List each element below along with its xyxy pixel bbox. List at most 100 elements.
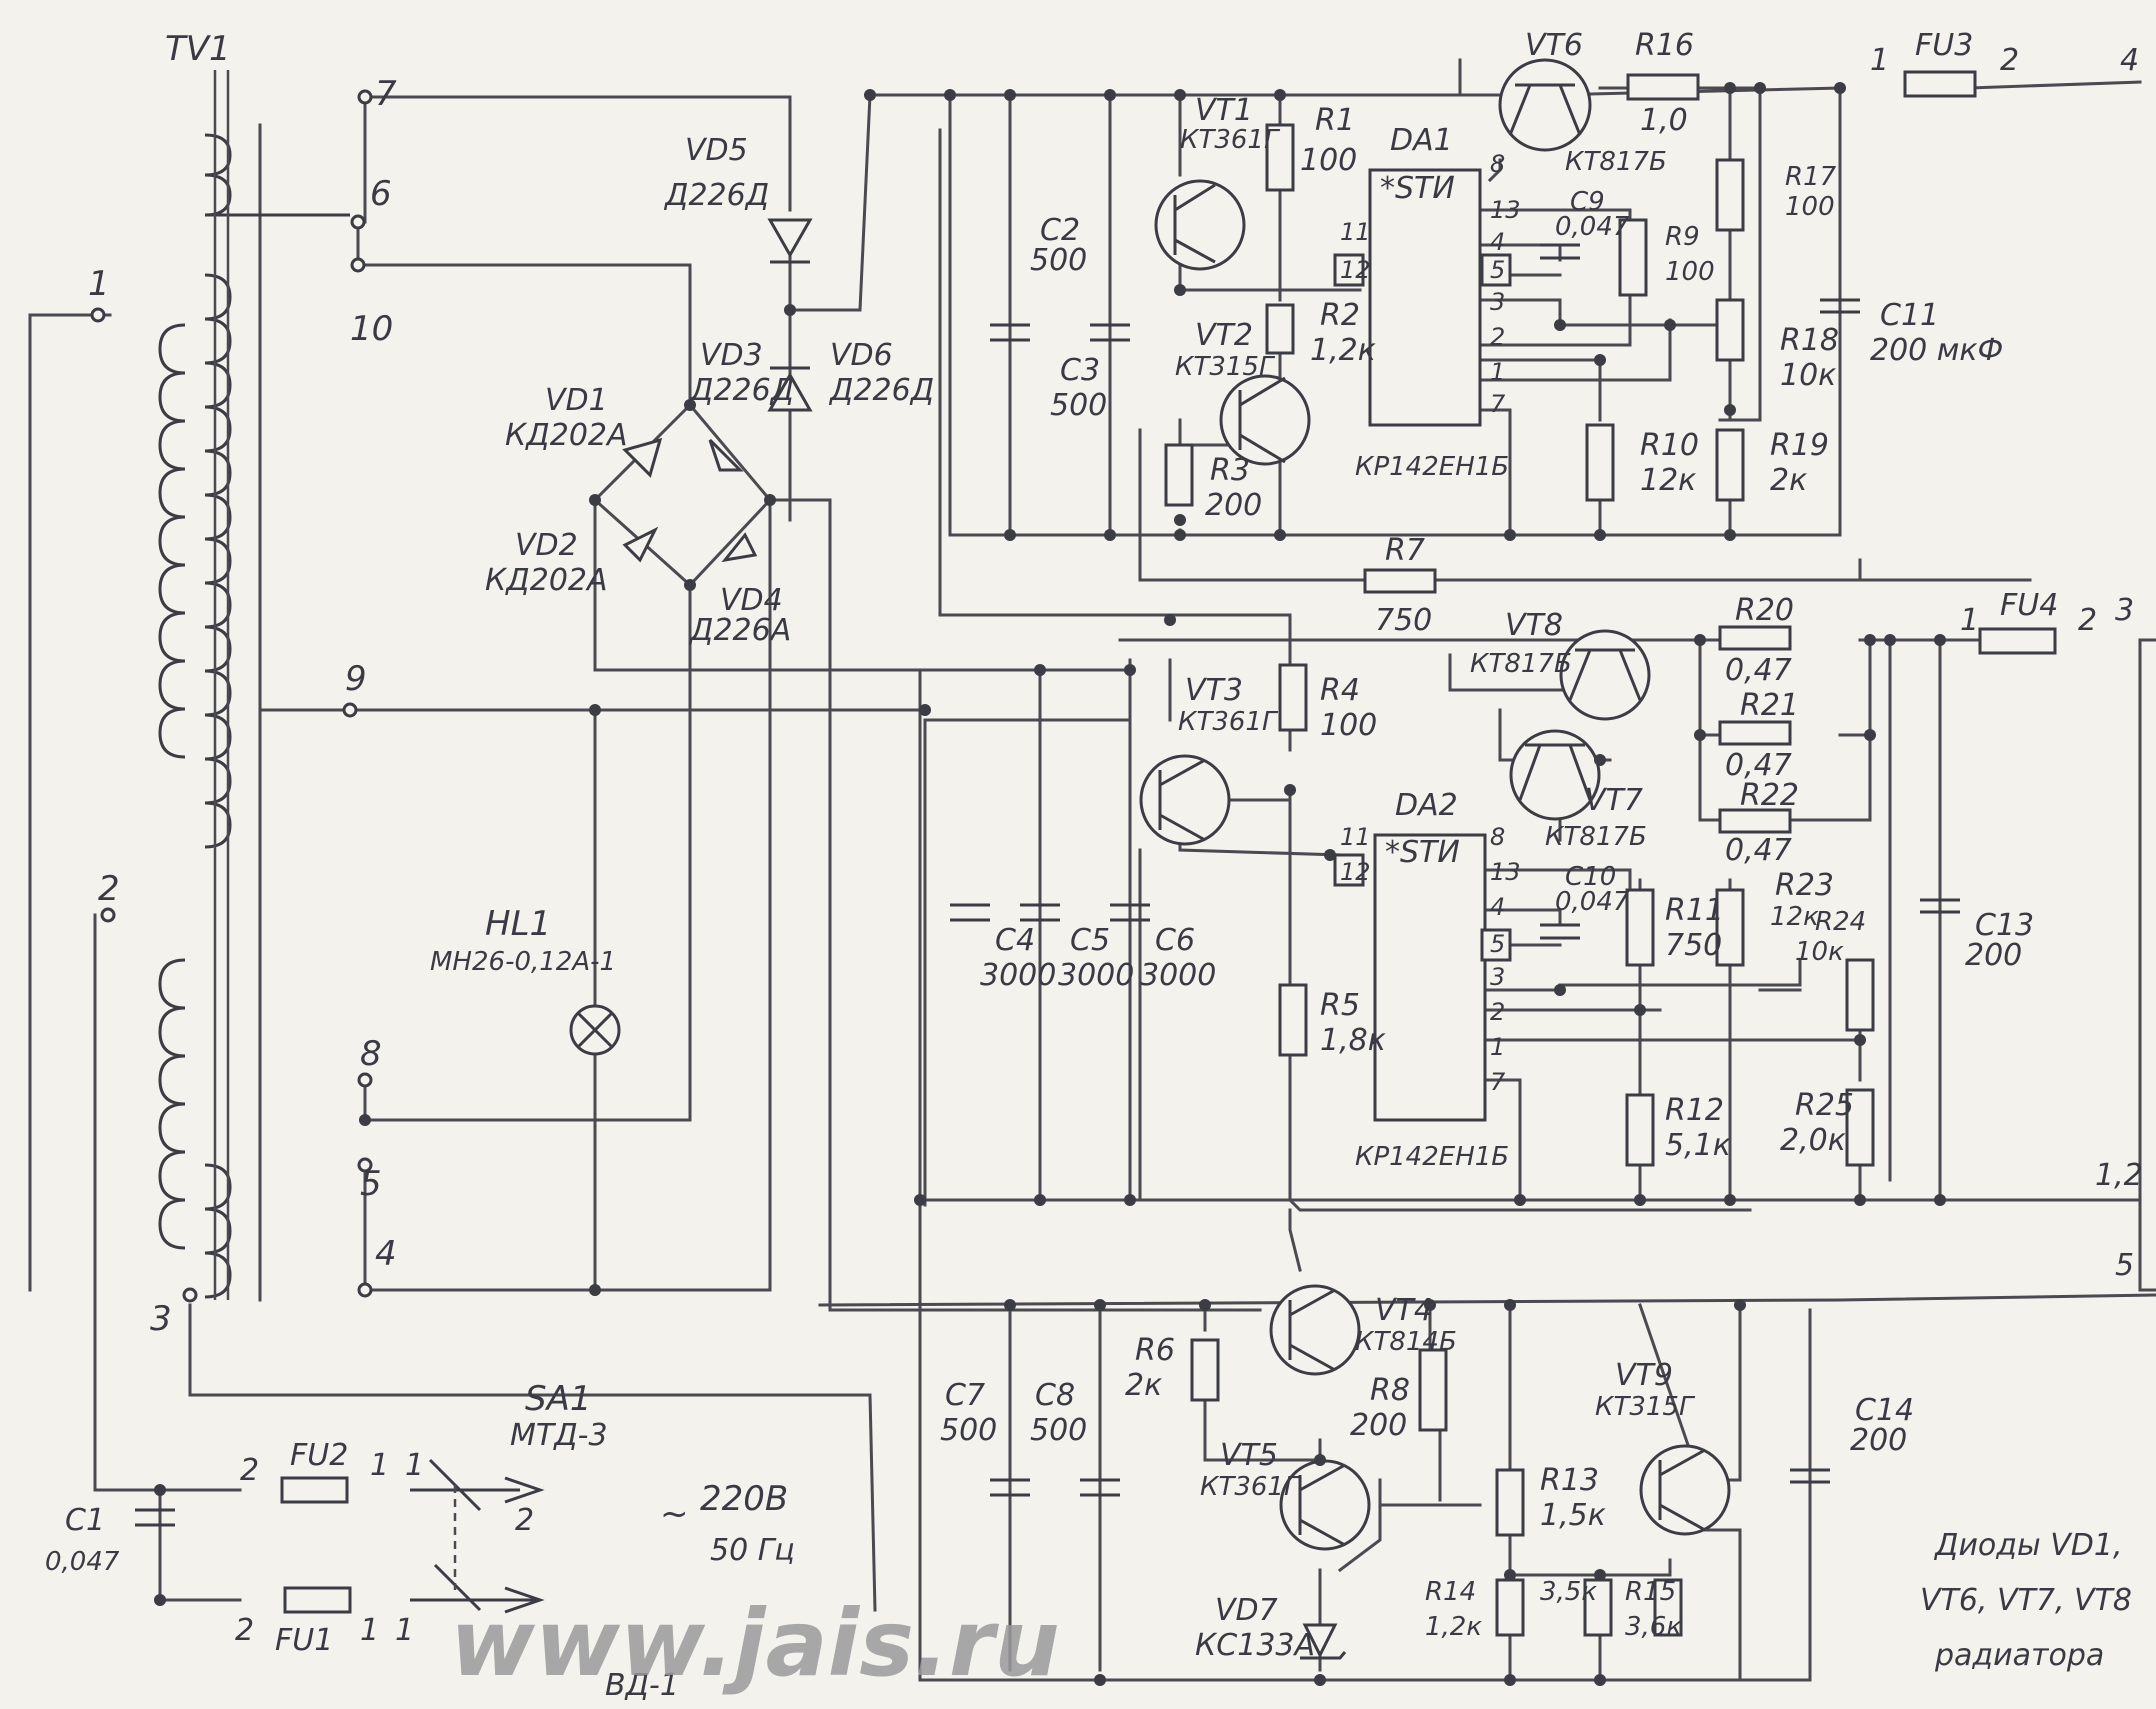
transformer-tv1: [90, 70, 373, 1303]
da2-body: [1373, 833, 1487, 1122]
da1-pin-12: 12: [1340, 256, 1371, 284]
da2-pin-8: 8: [1490, 823, 1505, 851]
r12-value: 5,1к: [1665, 1128, 1731, 1163]
r12-ref: R12: [1665, 1093, 1724, 1128]
note-line-3: радиатора: [1934, 1638, 2104, 1673]
r22-value: 0,47: [1725, 833, 1792, 868]
da2-pin-12: 12: [1340, 858, 1371, 886]
vt9-ref: VT9: [1615, 1358, 1673, 1393]
r13-ref: R13: [1540, 1463, 1599, 1498]
r17-ref: R17: [1785, 162, 1837, 192]
resistors: [1164, 73, 1875, 1637]
transistors: [1139, 58, 1731, 1551]
da1-pin-3: 3: [1490, 288, 1505, 316]
vt3-type: КТ361Г: [1178, 707, 1279, 737]
labels: TV1 7 6 10 9 8 5 4 1 2 3 VD5 Д226Д VD6 Д…: [45, 28, 2143, 1703]
note-line-2: VT6, VT7, VT8: [1920, 1583, 2132, 1618]
c3-ref: C3: [1060, 353, 1100, 388]
r14-ref: R14: [1425, 1577, 1476, 1607]
da1-pin-5: 5: [1490, 256, 1505, 284]
r8-ref: R8: [1370, 1373, 1410, 1408]
da2-pin-1: 1: [1490, 1033, 1505, 1061]
vd2-type: КД202А: [485, 563, 608, 598]
watermark: www.jais.ru: [450, 1590, 1060, 1697]
r24-value: 10к: [1795, 937, 1844, 967]
c8-value: 500: [1030, 1413, 1087, 1448]
r14-value: 1,2к: [1425, 1612, 1482, 1642]
vt6-ref: VT6: [1525, 28, 1583, 63]
vd1-ref: VD1: [545, 383, 608, 418]
r21-ref: R21: [1740, 688, 1799, 723]
fuse-fu1: [283, 1586, 352, 1614]
plug-type: ВД-1: [605, 1668, 679, 1703]
r7-value: 750: [1375, 603, 1432, 638]
c4-ref: C4: [995, 923, 1035, 958]
output-3: 3: [2115, 593, 2134, 628]
r16-value: 1,0: [1640, 103, 1688, 138]
c4-value: 3000: [980, 958, 1056, 993]
vd7-type: КС133А: [1195, 1628, 1315, 1663]
r19-value: 2к: [1770, 463, 1807, 498]
fuse-fu3: [1903, 70, 1977, 98]
da1-pin-2: 2: [1490, 323, 1505, 351]
da1-mark: *STИ: [1380, 171, 1455, 206]
tv1-pin-3: 3: [150, 1299, 172, 1339]
c14-ref: C14: [1855, 1393, 1914, 1428]
fu2-pin-2: 2: [240, 1453, 259, 1488]
vd2-ref: VD2: [515, 528, 578, 563]
r2-ref: R2: [1320, 298, 1360, 333]
fuse-fu4: [1978, 627, 2057, 655]
fu4-ref: FU4: [2000, 588, 2058, 623]
capacitors: [135, 243, 1960, 1527]
vt8-type: КТ817Б: [1470, 649, 1572, 679]
da1-pin-4: 4: [1490, 228, 1505, 256]
vd4-ref: VD4: [720, 583, 783, 618]
r3-value: 200: [1205, 488, 1262, 523]
da2-type: КР142ЕН1Б: [1355, 1142, 1509, 1172]
c9-ref: C9: [1570, 187, 1605, 217]
fu3-ref: FU3: [1915, 28, 1973, 63]
vd6-ref: VD6: [830, 338, 893, 373]
r6-ref: R6: [1135, 1333, 1175, 1368]
switch-sa1: [410, 1458, 545, 1614]
r10-value: 12к: [1640, 463, 1696, 498]
c3-value: 500: [1050, 388, 1107, 423]
r2-value: 1,2к: [1310, 333, 1376, 368]
fu1-pin-2: 2: [235, 1613, 254, 1648]
ics: [1333, 168, 1512, 1122]
tv1-pin-1: 1: [88, 264, 110, 304]
r5-value: 1,8к: [1320, 1023, 1386, 1058]
c6-ref: C6: [1155, 923, 1195, 958]
r21-value: 0,47: [1725, 748, 1792, 783]
vd4-type: Д226А: [688, 613, 791, 648]
vt8-ref: VT8: [1505, 608, 1563, 643]
c7-ref: C7: [945, 1378, 985, 1413]
da1-pin-13: 13: [1490, 196, 1521, 224]
r4-ref: R4: [1320, 673, 1360, 708]
mains-frequency: 50 Гц: [710, 1533, 795, 1568]
fu3-pin-1: 1: [1870, 43, 1889, 78]
r3-ref: R3: [1210, 453, 1250, 488]
r17-value: 100: [1785, 192, 1835, 222]
r24-ref: R24: [1815, 907, 1866, 937]
r10-ref: R10: [1640, 428, 1699, 463]
output-4: 4: [2120, 43, 2139, 78]
r9-ref: R9: [1665, 222, 1700, 252]
fu1-pin-1b: 1: [395, 1613, 414, 1648]
tv1-pin-5: 5: [360, 1164, 382, 1204]
fu4-pin-2: 2: [2078, 603, 2097, 638]
da1-pin-11: 11: [1340, 218, 1371, 246]
vd7-ref: VD7: [1215, 1593, 1278, 1628]
r18-value: 10к: [1780, 358, 1836, 393]
r18-ref: R18: [1780, 323, 1839, 358]
vt9-type: КТ315Г: [1595, 1392, 1696, 1422]
c8-ref: C8: [1035, 1378, 1075, 1413]
vt4-type: КТ814Б: [1355, 1327, 1457, 1357]
c9-value: 0,047: [1555, 212, 1630, 242]
r6-value: 2к: [1125, 1368, 1162, 1403]
vd5-type: Д226Д: [663, 178, 769, 213]
da2-pin-4: 4: [1490, 893, 1505, 921]
c1-value: 0,047: [45, 1547, 120, 1577]
tv1-pin-10: 10: [350, 309, 393, 349]
r15-ref: R15: [1625, 1577, 1676, 1607]
